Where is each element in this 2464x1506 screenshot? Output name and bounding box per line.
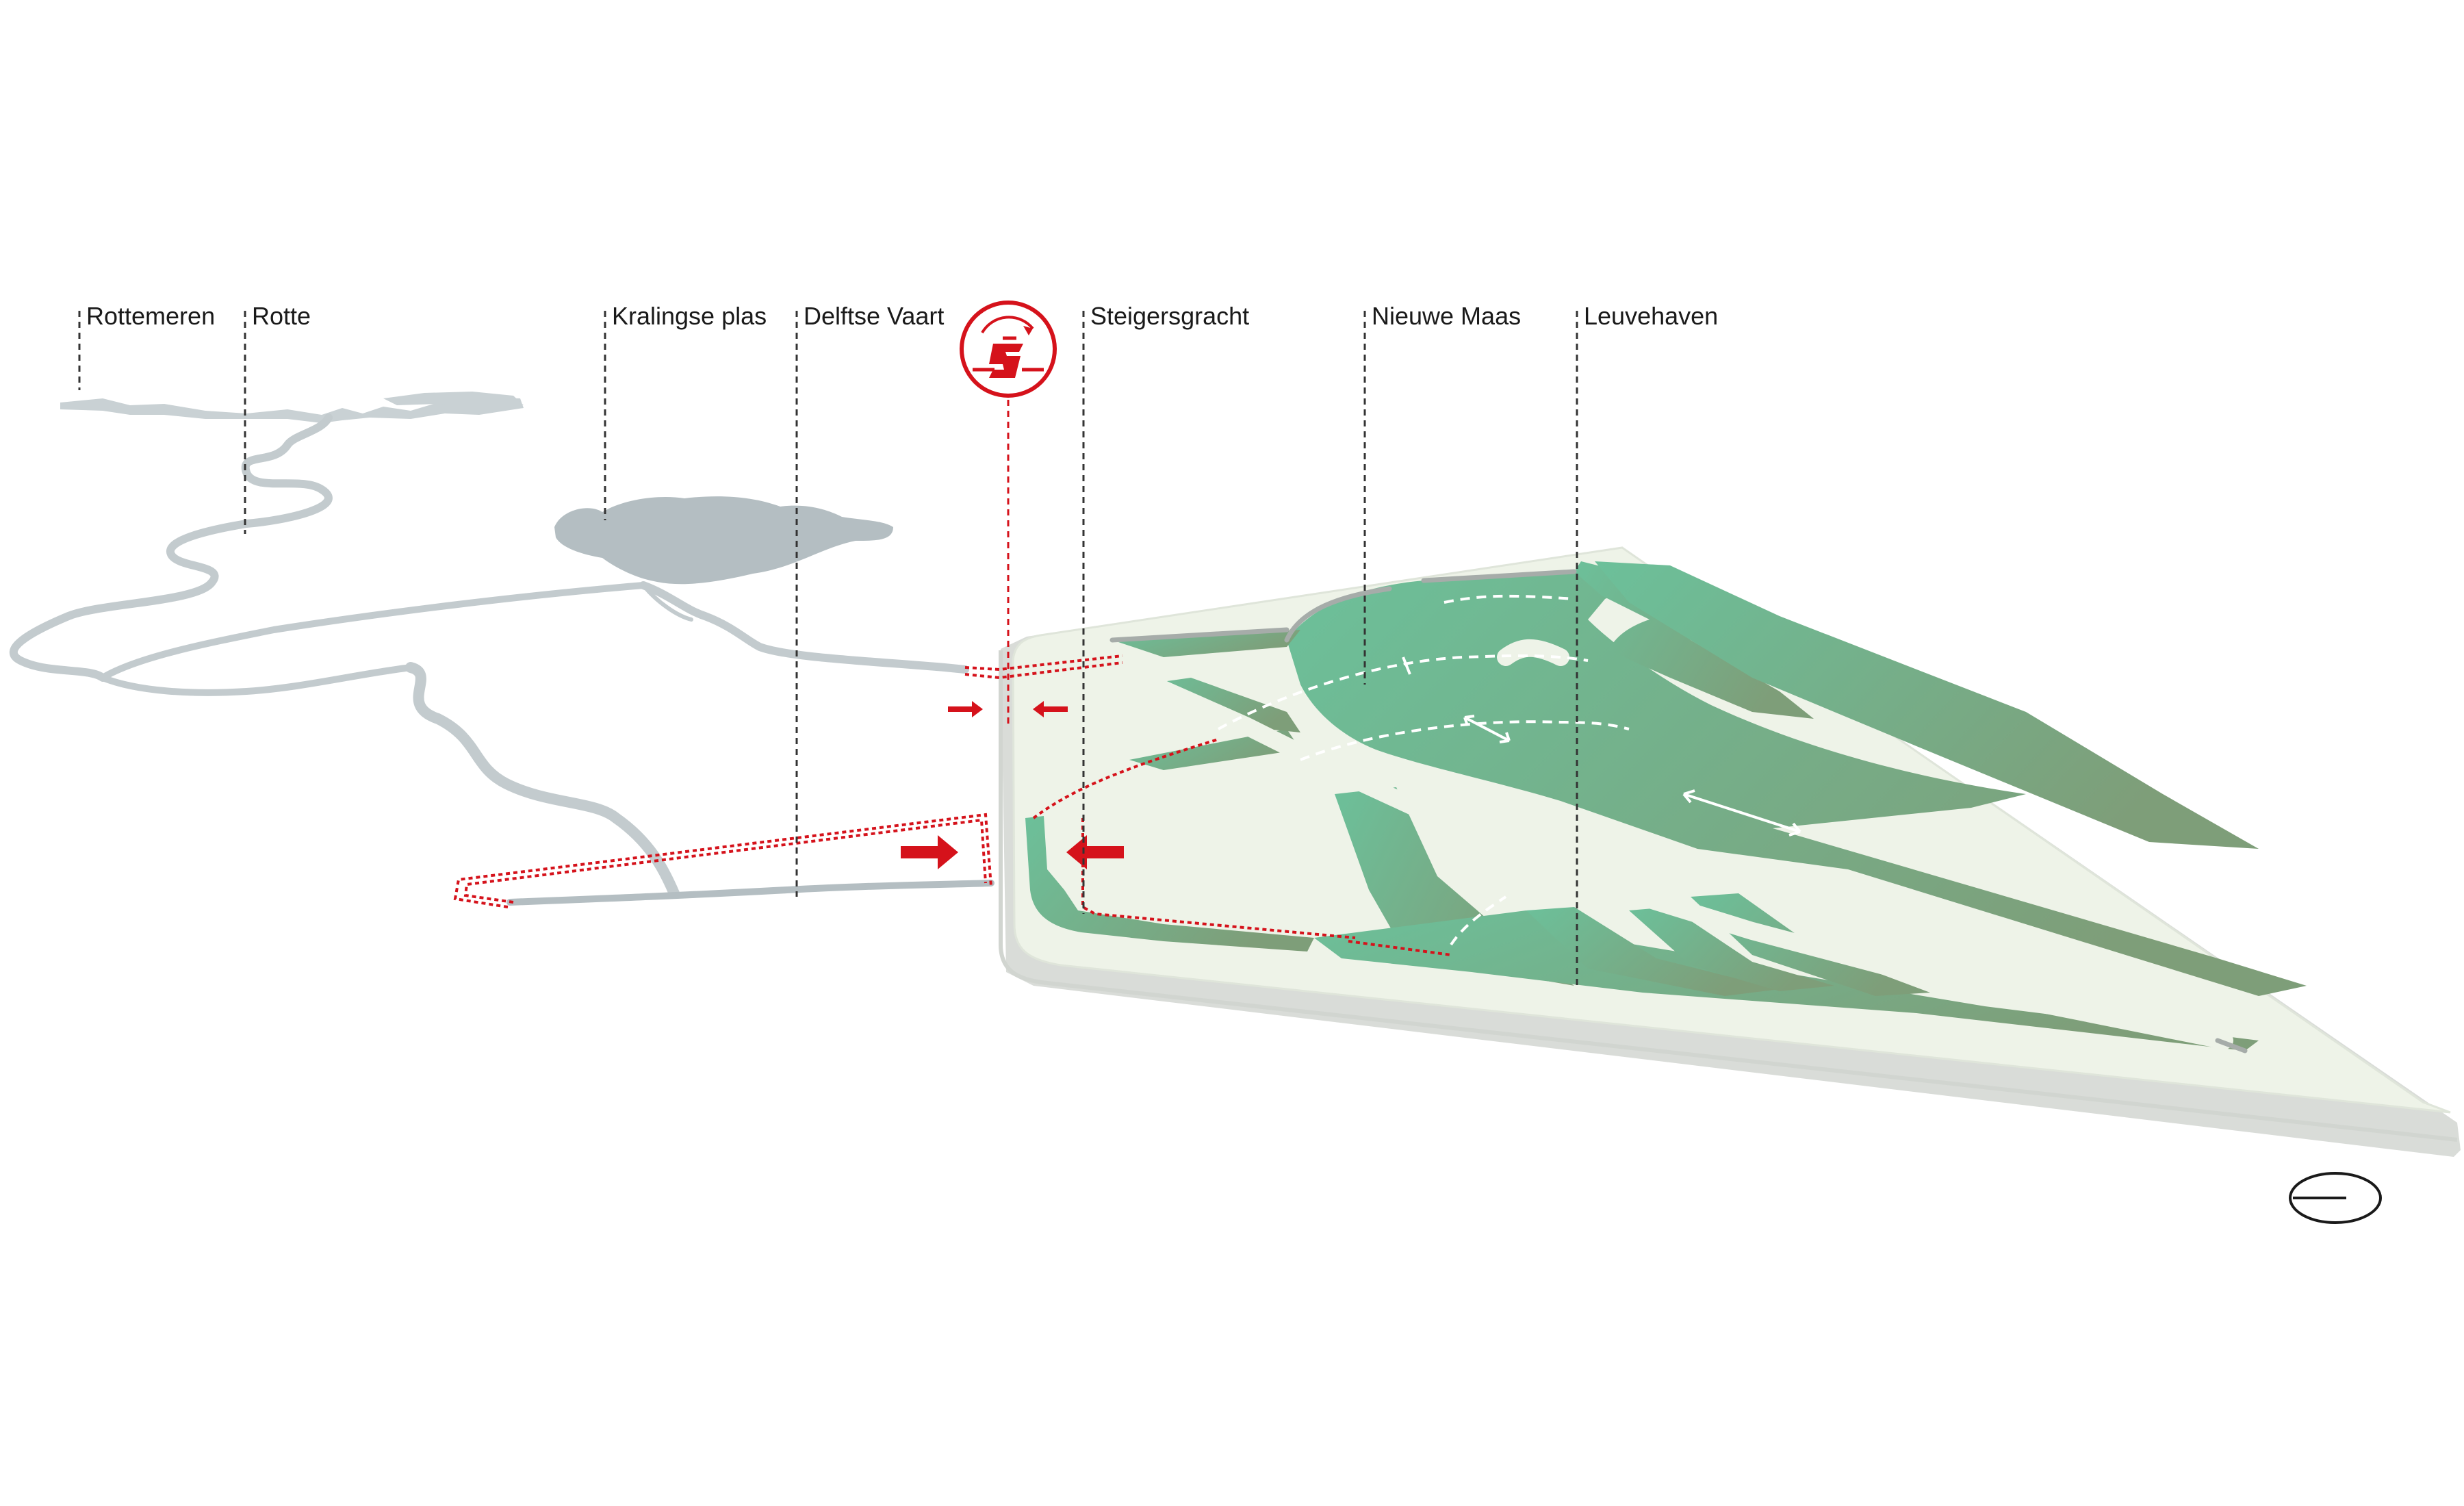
- rottemeren-upper-pool: [383, 392, 524, 405]
- flow-arrows: [901, 701, 1124, 869]
- kralingse-outlet-thin: [641, 583, 693, 622]
- arrow-left-small: [1033, 701, 1068, 717]
- rotte-river: [9, 413, 333, 682]
- flow-lines: [1218, 594, 1630, 946]
- harbour-finger-2: [1629, 907, 1834, 991]
- nieuwe-maas-water: [1287, 572, 2307, 996]
- pump-station-icon: [960, 301, 1057, 398]
- north-arrow-icon: [2289, 1172, 2382, 1224]
- double-arrow-2: [1683, 793, 1801, 833]
- double-arrows: [1402, 656, 1801, 837]
- label-delftse-vaart: Delftse Vaart: [804, 302, 944, 330]
- rottemeren-water: [60, 397, 524, 423]
- label-kralingse-plas: Kralingse plas: [612, 302, 767, 330]
- far-right-strip: [1595, 561, 2259, 849]
- channel-to-kralingse: [99, 582, 647, 681]
- steigersgracht-canal: [1025, 816, 1314, 952]
- overflow-routes: [453, 654, 1452, 956]
- upper-overflow-route: [964, 654, 1123, 672]
- branch-to-south: [405, 662, 680, 899]
- quay-lines: [1120, 639, 2233, 1049]
- label-leuvehaven: Leuvehaven: [1584, 302, 1718, 330]
- label-rottemeren: Rottemeren: [86, 302, 215, 330]
- label-nieuwe-maas: Nieuwe Maas: [1372, 302, 1521, 330]
- kralingse-outlet: [639, 581, 969, 674]
- label-steigersgracht: Steigersgracht: [1090, 302, 1249, 330]
- steigersgracht-route: [1032, 738, 1219, 819]
- upper-diagonal-channel: [1112, 630, 1300, 657]
- leader-lines: [78, 311, 1578, 989]
- leuvehaven-water: [1335, 787, 1574, 986]
- lower-channel: [99, 664, 414, 696]
- arrow-left-large: [1066, 835, 1124, 869]
- kralingse-plas-lake: [554, 496, 893, 585]
- arrow-right-large: [901, 835, 958, 869]
- regional-water-network: [9, 392, 994, 906]
- double-arrow-1: [1464, 716, 1510, 742]
- harbour-finger-1: [1526, 907, 1780, 996]
- lower-overflow-route: [453, 813, 992, 908]
- double-arrow-3: [1402, 656, 1411, 675]
- delftse-vaart-canal: [506, 880, 994, 906]
- plate-rim: [999, 650, 2458, 1142]
- arrow-right-small: [948, 701, 983, 717]
- label-rotte: Rotte: [252, 302, 311, 330]
- quay-edges: [1109, 569, 2248, 1054]
